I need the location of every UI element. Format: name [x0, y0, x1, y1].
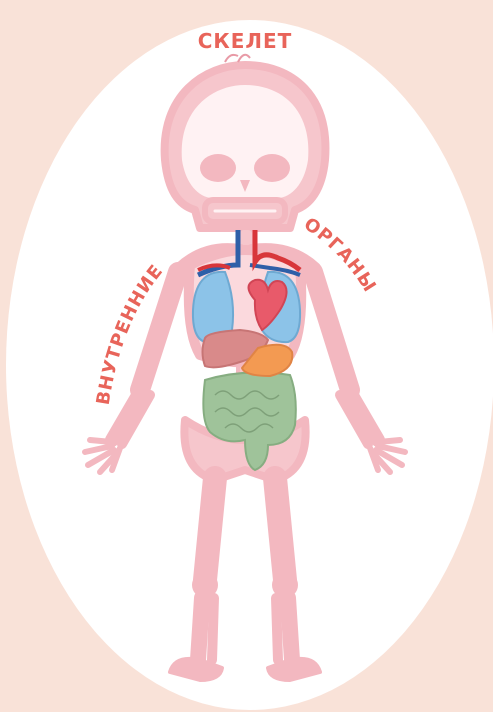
- label-skeleton: СКЕЛЕТ: [198, 29, 293, 53]
- leg-right-upper: [275, 478, 285, 580]
- eye-socket-right: [254, 154, 290, 182]
- leg-left-upper: [205, 478, 215, 580]
- eye-socket-left: [200, 154, 236, 182]
